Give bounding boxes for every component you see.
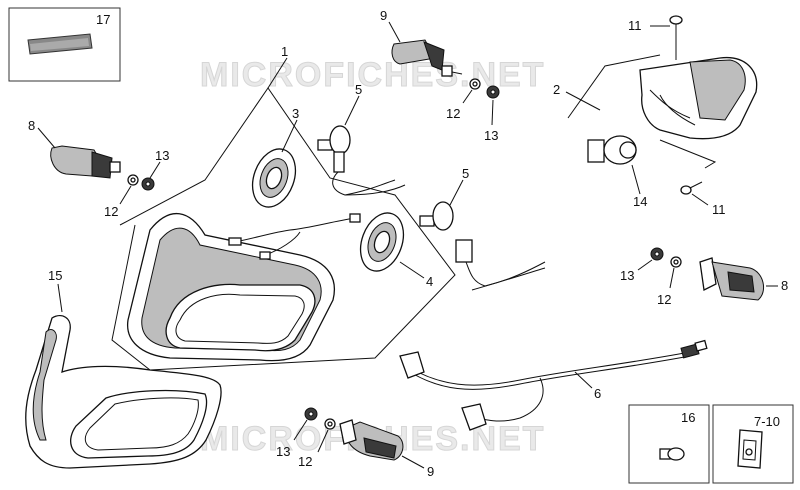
turn-signal-9-bottom <box>339 419 404 461</box>
callout-12a: 12 <box>104 204 118 219</box>
callout-12b: 12 <box>446 106 460 121</box>
bulb-5-right <box>419 201 546 291</box>
washer-12-top <box>469 78 481 90</box>
nut-13-left <box>141 177 155 191</box>
callout-9b: 9 <box>427 464 434 479</box>
washer-12-bottom <box>324 418 336 430</box>
screw-11-lower <box>680 181 703 195</box>
callout-14: 14 <box>633 194 647 209</box>
callout-11b: 11 <box>712 202 726 217</box>
wiring-harness-6 <box>399 339 708 431</box>
nut-13-bottom <box>304 407 318 421</box>
callout-4: 4 <box>426 274 433 289</box>
bulb-16 <box>659 447 685 461</box>
headlight-housing <box>127 213 335 362</box>
pad-17 <box>27 33 93 55</box>
callout-15: 15 <box>48 268 62 283</box>
callout-16: 16 <box>681 410 695 425</box>
callout-12c: 12 <box>657 292 671 307</box>
callout-13d: 13 <box>276 444 290 459</box>
callout-17: 17 <box>96 12 110 27</box>
box-16 <box>628 404 710 484</box>
callout-13c: 13 <box>620 268 634 283</box>
callout-8b: 8 <box>781 278 788 293</box>
nut-13-top <box>486 85 500 99</box>
turn-signal-8-right <box>699 257 765 301</box>
callout-5a: 5 <box>355 82 362 97</box>
callout-8a: 8 <box>28 118 35 133</box>
callout-9a: 9 <box>380 8 387 23</box>
bulb-5-upper <box>317 125 406 196</box>
rubber-cap-3 <box>251 148 297 208</box>
bracket-7-10 <box>737 429 763 469</box>
callout-13a: 13 <box>155 148 169 163</box>
turn-signal-9-top <box>391 39 463 77</box>
callout-3: 3 <box>292 106 299 121</box>
callout-2: 2 <box>553 82 560 97</box>
rubber-cap-4 <box>359 212 405 272</box>
screw-11-top <box>669 15 683 60</box>
washer-12-left <box>127 174 139 186</box>
callout-6: 6 <box>594 386 601 401</box>
light-unit-2 <box>567 54 758 169</box>
inner-wiring <box>228 213 361 260</box>
callout-5b: 5 <box>462 166 469 181</box>
watermark-top: MICROFICHES.NET <box>200 56 545 94</box>
callout-13b: 13 <box>484 128 498 143</box>
washer-12-right <box>670 256 682 268</box>
turn-signal-8-left <box>50 145 121 179</box>
nut-13-right <box>650 247 664 261</box>
callout-11a: 11 <box>628 18 642 33</box>
callout-1: 1 <box>281 44 288 59</box>
callout-7-10: 7-10 <box>754 414 780 429</box>
frame-outline-1 <box>111 87 456 371</box>
fairing-15 <box>25 315 222 469</box>
callout-12d: 12 <box>298 454 312 469</box>
bulb-14 <box>587 135 637 165</box>
